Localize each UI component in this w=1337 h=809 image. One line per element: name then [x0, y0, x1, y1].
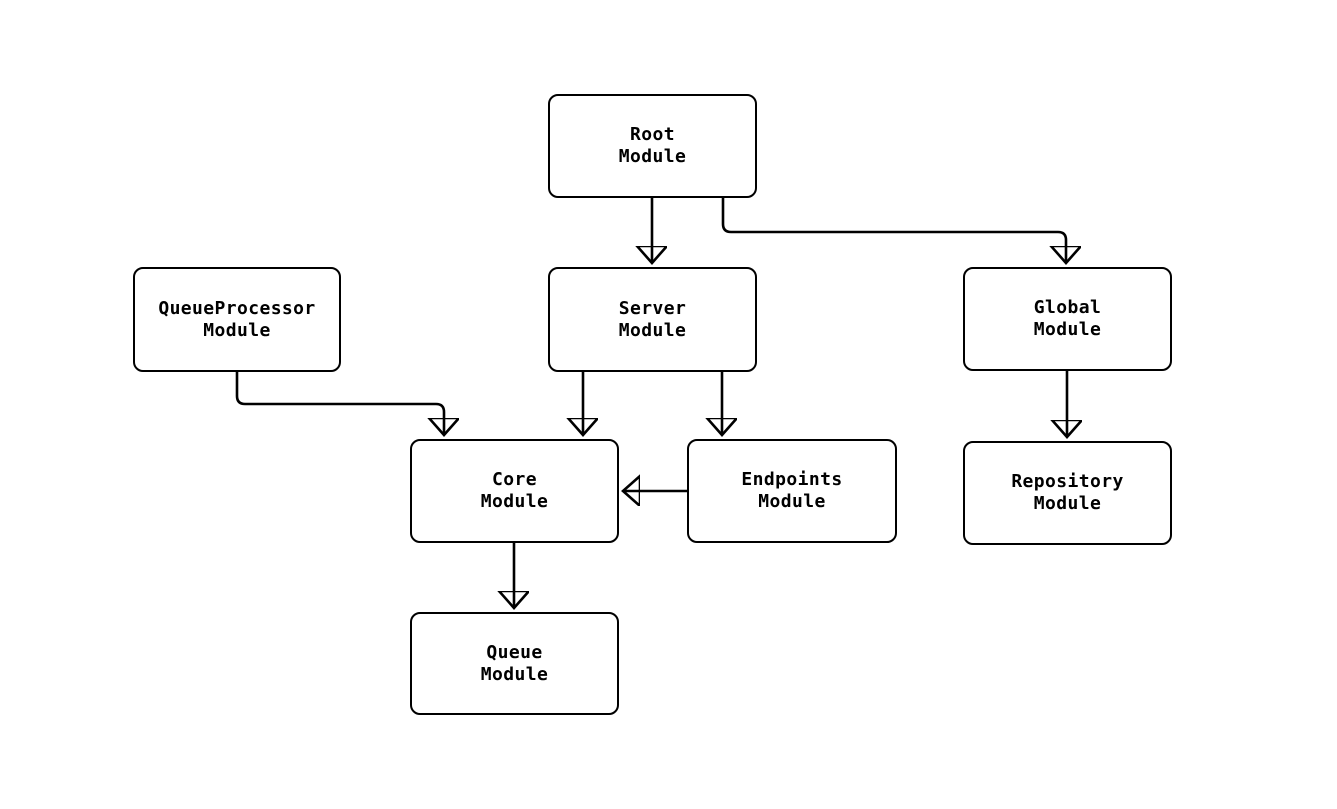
node-repository-module: Repository Module — [963, 441, 1172, 545]
node-server-module-label-line1: Server — [618, 297, 687, 319]
node-endpoints-module-label-line2: Module — [758, 491, 826, 512]
node-queueprocessor-module-label-line2: Module — [203, 319, 271, 341]
node-repository-module-label-line2: Module — [1033, 493, 1102, 514]
node-endpoints-module: Endpoints Module — [687, 439, 897, 543]
node-server-module: Server Module — [548, 267, 757, 372]
node-queue-module-label-line1: Queue — [486, 641, 543, 663]
node-core-module-label-line2: Module — [480, 491, 549, 512]
node-server-module-label-line2: Module — [618, 319, 687, 341]
node-root-module: Root Module — [548, 94, 757, 198]
edge-queueprocessor-to-core — [235, 372, 444, 435]
node-queueprocessor-module-label-line1: QueueProcessor — [158, 297, 316, 319]
node-repository-module-label-line1: Repository — [1011, 471, 1124, 492]
node-global-module: Global Module — [963, 267, 1172, 371]
edge-root-to-global — [721, 198, 1066, 263]
node-root-module-label-line1: Root — [630, 124, 675, 145]
node-global-module-label-line1: Global — [1033, 297, 1102, 318]
node-global-module-label-line2: Module — [1033, 319, 1102, 340]
node-core-module: Core Module — [410, 439, 619, 543]
node-endpoints-module-label-line1: Endpoints — [741, 469, 843, 490]
node-queue-module: Queue Module — [410, 612, 619, 715]
node-core-module-label-line1: Core — [492, 469, 537, 490]
node-root-module-label-line2: Module — [618, 146, 687, 167]
node-queueprocessor-module: QueueProcessor Module — [133, 267, 341, 372]
node-queue-module-label-line2: Module — [480, 663, 549, 685]
